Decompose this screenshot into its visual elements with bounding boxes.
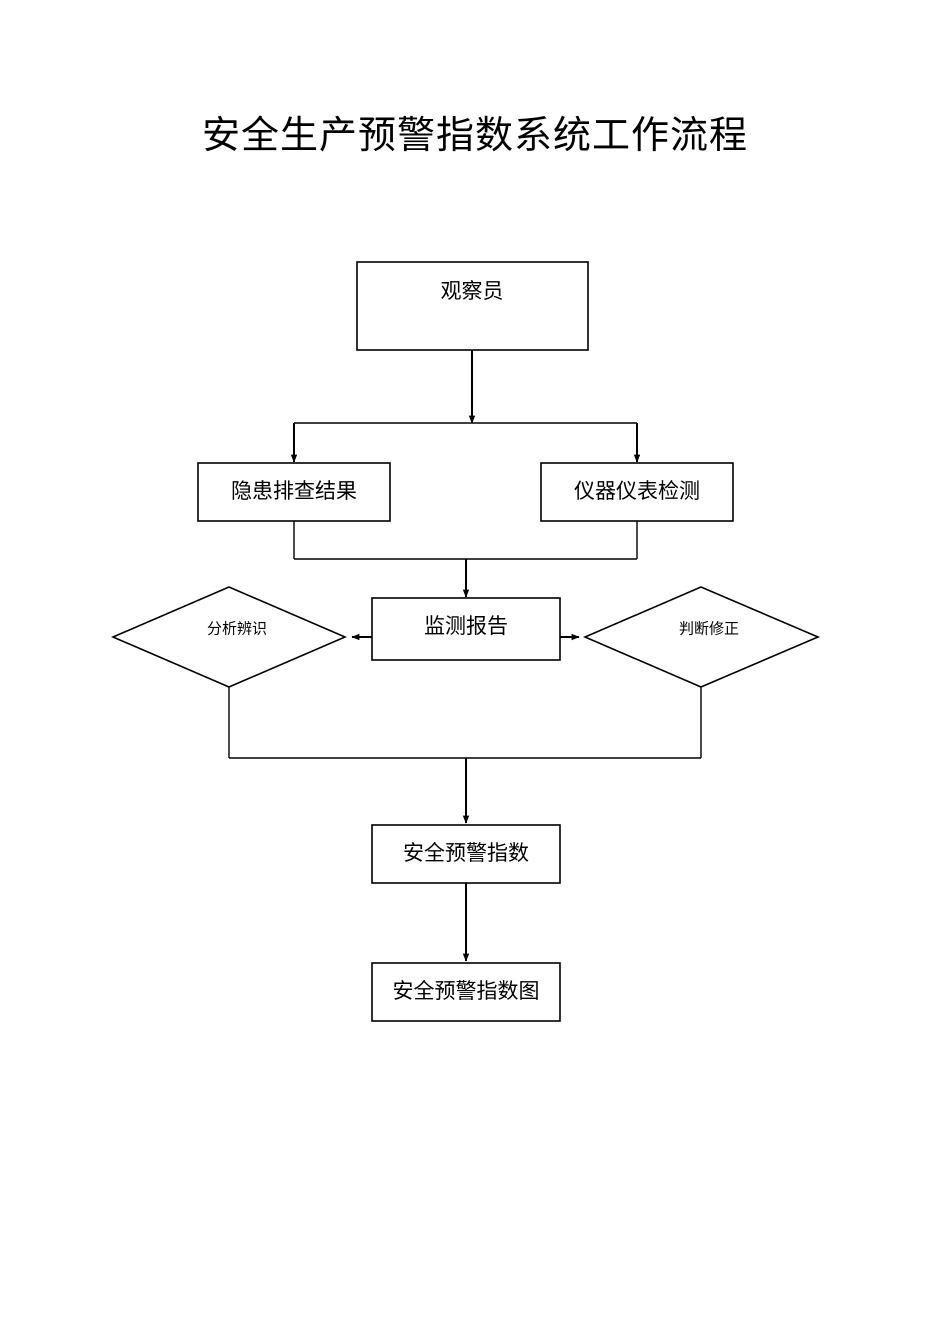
node-monitor-report[interactable]: 监测报告 (371, 597, 561, 661)
node-safety-index[interactable]: 安全预警指数 (371, 824, 561, 884)
node-hazard-result-label: 隐患排查结果 (231, 479, 357, 503)
node-analysis[interactable]: 分析辨识 (110, 586, 348, 688)
node-judge-correct[interactable]: 判断修正 (582, 586, 821, 688)
node-index-chart-label: 安全预警指数图 (393, 979, 540, 1003)
node-instrument-label: 仪器仪表检测 (574, 479, 700, 503)
node-analysis-label: 分析辨识 (207, 620, 267, 637)
page-title: 安全生产预警指数系统工作流程 (201, 115, 748, 157)
node-instrument[interactable]: 仪器仪表检测 (540, 462, 734, 522)
node-index-chart[interactable]: 安全预警指数图 (371, 962, 561, 1022)
edge-diamonds-merge (228, 687, 702, 824)
node-safety-index-label: 安全预警指数 (403, 841, 529, 865)
node-hazard-result[interactable]: 隐患排查结果 (197, 462, 391, 522)
node-observer[interactable]: 观察员 (356, 261, 589, 351)
node-monitor-report-label: 监测报告 (424, 614, 508, 638)
node-observer-label: 观察员 (441, 279, 504, 303)
edge-observer-split (290, 350, 641, 463)
edge-inputs-merge (293, 521, 638, 598)
node-judge-correct-label: 判断修正 (679, 620, 739, 637)
